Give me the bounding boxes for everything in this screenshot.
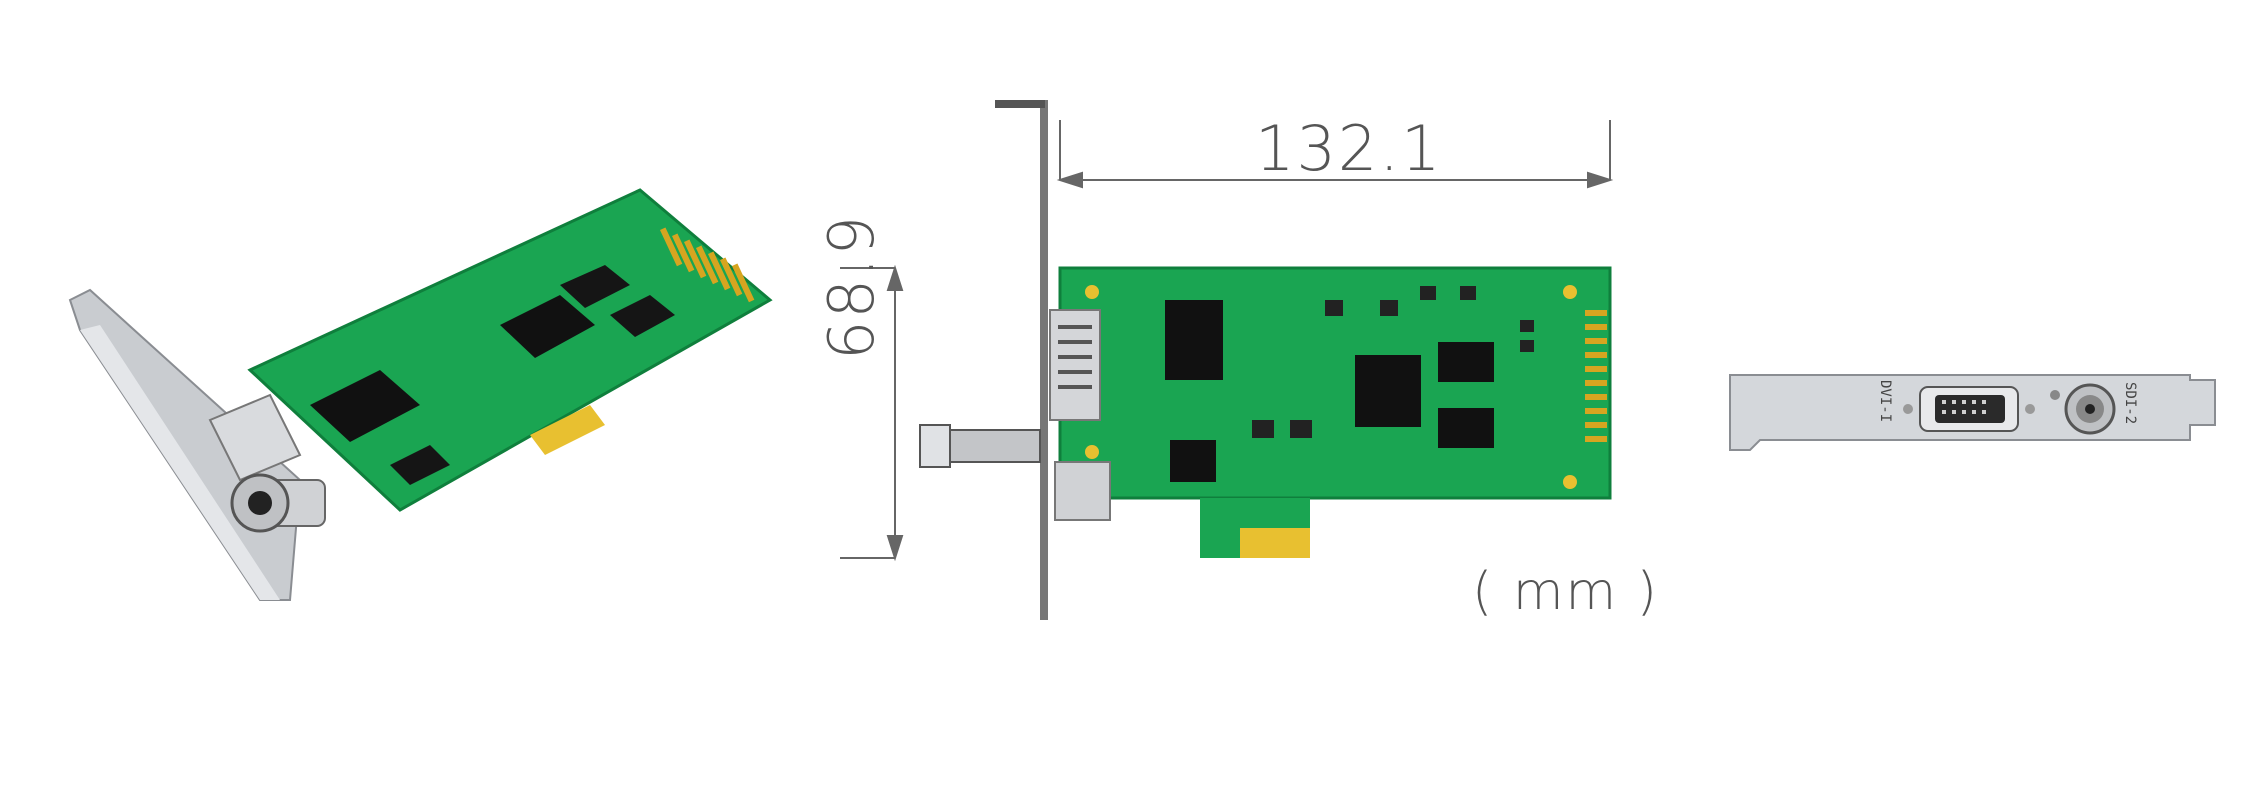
height-dimension-line <box>840 264 904 562</box>
bracket-front-view <box>1729 374 2216 451</box>
bnc-connector <box>919 424 1041 468</box>
dvi-connector-angled <box>208 393 302 482</box>
mounting-holes <box>1085 285 1577 489</box>
dvi-port <box>1903 386 2035 432</box>
width-dimension-line <box>1056 120 1614 189</box>
bracket-label-sdi: SDI-2 <box>2122 382 2138 425</box>
chip-large-1 <box>310 370 420 442</box>
height-dimension-label: 68.9 <box>815 213 888 360</box>
secondary-connector <box>1054 461 1111 521</box>
unit-label: ( mm ) <box>1472 562 1659 622</box>
gold-contacts <box>1240 528 1310 558</box>
chip-small-1 <box>390 445 450 485</box>
width-dimension-label: 132.1 <box>1255 112 1443 185</box>
led-indicator <box>2050 390 2060 400</box>
chip-medium-1 <box>560 265 630 308</box>
processor-chip <box>1355 355 1421 427</box>
pin-header <box>1585 310 1607 442</box>
pin-header-angled <box>660 227 755 303</box>
chip-large-2 <box>500 295 595 358</box>
memory-chip-2 <box>1438 408 1494 448</box>
card-top-view <box>840 100 1614 620</box>
memory-chip-1 <box>1438 342 1494 382</box>
bracket-edge <box>1040 100 1048 620</box>
chip-small-bottom <box>1170 440 1216 482</box>
gold-contacts-angled <box>530 405 605 455</box>
chip-medium-2 <box>610 295 675 337</box>
bnc-connector-angled <box>230 473 326 533</box>
bracket-label-dvi: DVI-I <box>1877 380 1893 423</box>
small-components <box>1252 286 1534 438</box>
bnc-port <box>2064 383 2116 435</box>
fpga-chip <box>1165 300 1223 380</box>
card-perspective-view <box>68 188 773 601</box>
pcb-board-angled <box>247 188 773 512</box>
